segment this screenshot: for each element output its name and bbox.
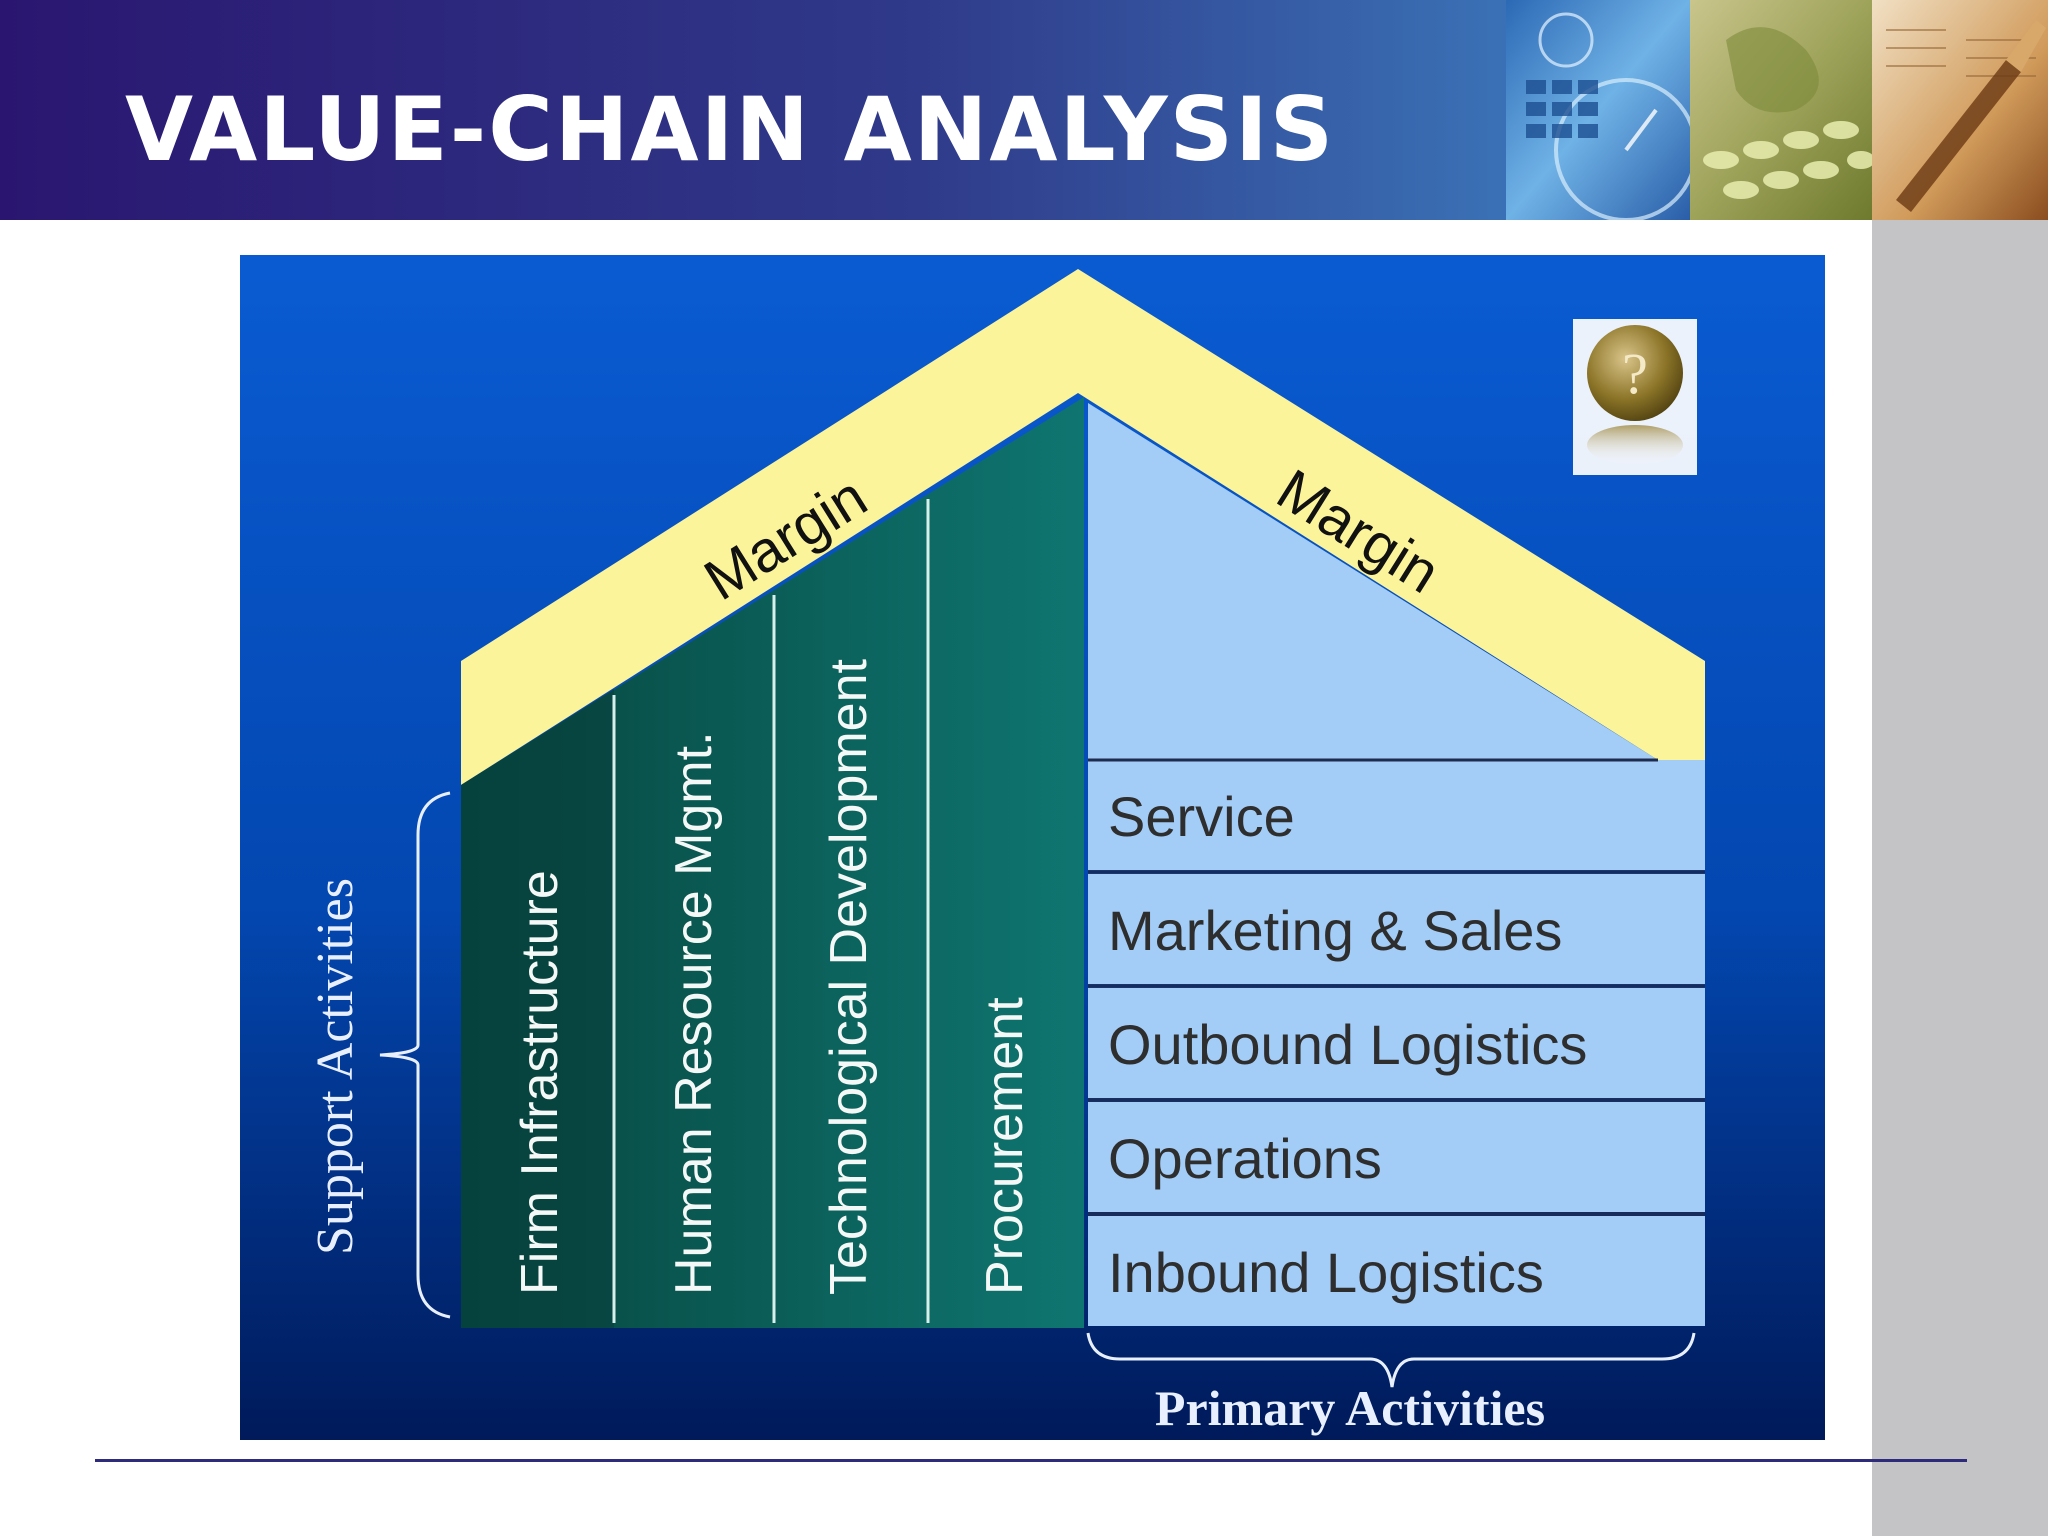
question-mark-glyph: ? [1622,341,1648,406]
support-activity-labels: Firm Infrastructure Human Resource Mgmt.… [511,659,1034,1295]
primary-activity-inbound-logistics: Inbound Logistics [1108,1241,1544,1304]
value-chain-diagram: Margin Margin Firm Infrastructure Human … [240,255,1825,1440]
primary-activity-service: Service [1108,785,1295,848]
primary-activities-label: Primary Activities [1155,1380,1545,1436]
support-activity-technological-development: Technological Development [820,659,878,1295]
right-side-rail [1872,220,2048,1536]
primary-activities-roof-area [1088,403,1658,760]
primary-activity-rows [1088,758,1705,1326]
primary-activity-marketing-sales: Marketing & Sales [1108,899,1562,962]
support-activities-brace [379,791,451,1319]
margin-roof [461,269,1705,785]
primary-activity-labels: Service Marketing & Sales Outbound Logis… [1108,785,1587,1304]
firm-infrastructure-column [461,689,614,1328]
primary-activity-outbound-logistics: Outbound Logistics [1108,1013,1587,1076]
primary-activity-operations: Operations [1108,1127,1382,1190]
primary-activities-brace [1086,1332,1696,1388]
support-column-dividers [612,499,930,1323]
title-banner: VALUE-CHAIN ANALYSIS [0,0,2048,220]
question-mark-orb-icon[interactable]: ? [1573,319,1697,475]
slide-title: VALUE-CHAIN ANALYSIS [125,78,1336,181]
photo-map-keyboard [1690,0,1875,220]
support-activities-label: Support Activities [307,878,364,1255]
photo-calculator-clock [1506,0,1698,220]
support-activity-human-resource: Human Resource Mgmt. [665,731,723,1295]
photo-pen-newspaper [1872,0,2048,220]
support-activity-procurement: Procurement [976,997,1034,1295]
header-photo-strip [1506,0,2048,220]
footer-rule [95,1459,1967,1462]
support-activity-firm-infrastructure: Firm Infrastructure [511,870,569,1295]
